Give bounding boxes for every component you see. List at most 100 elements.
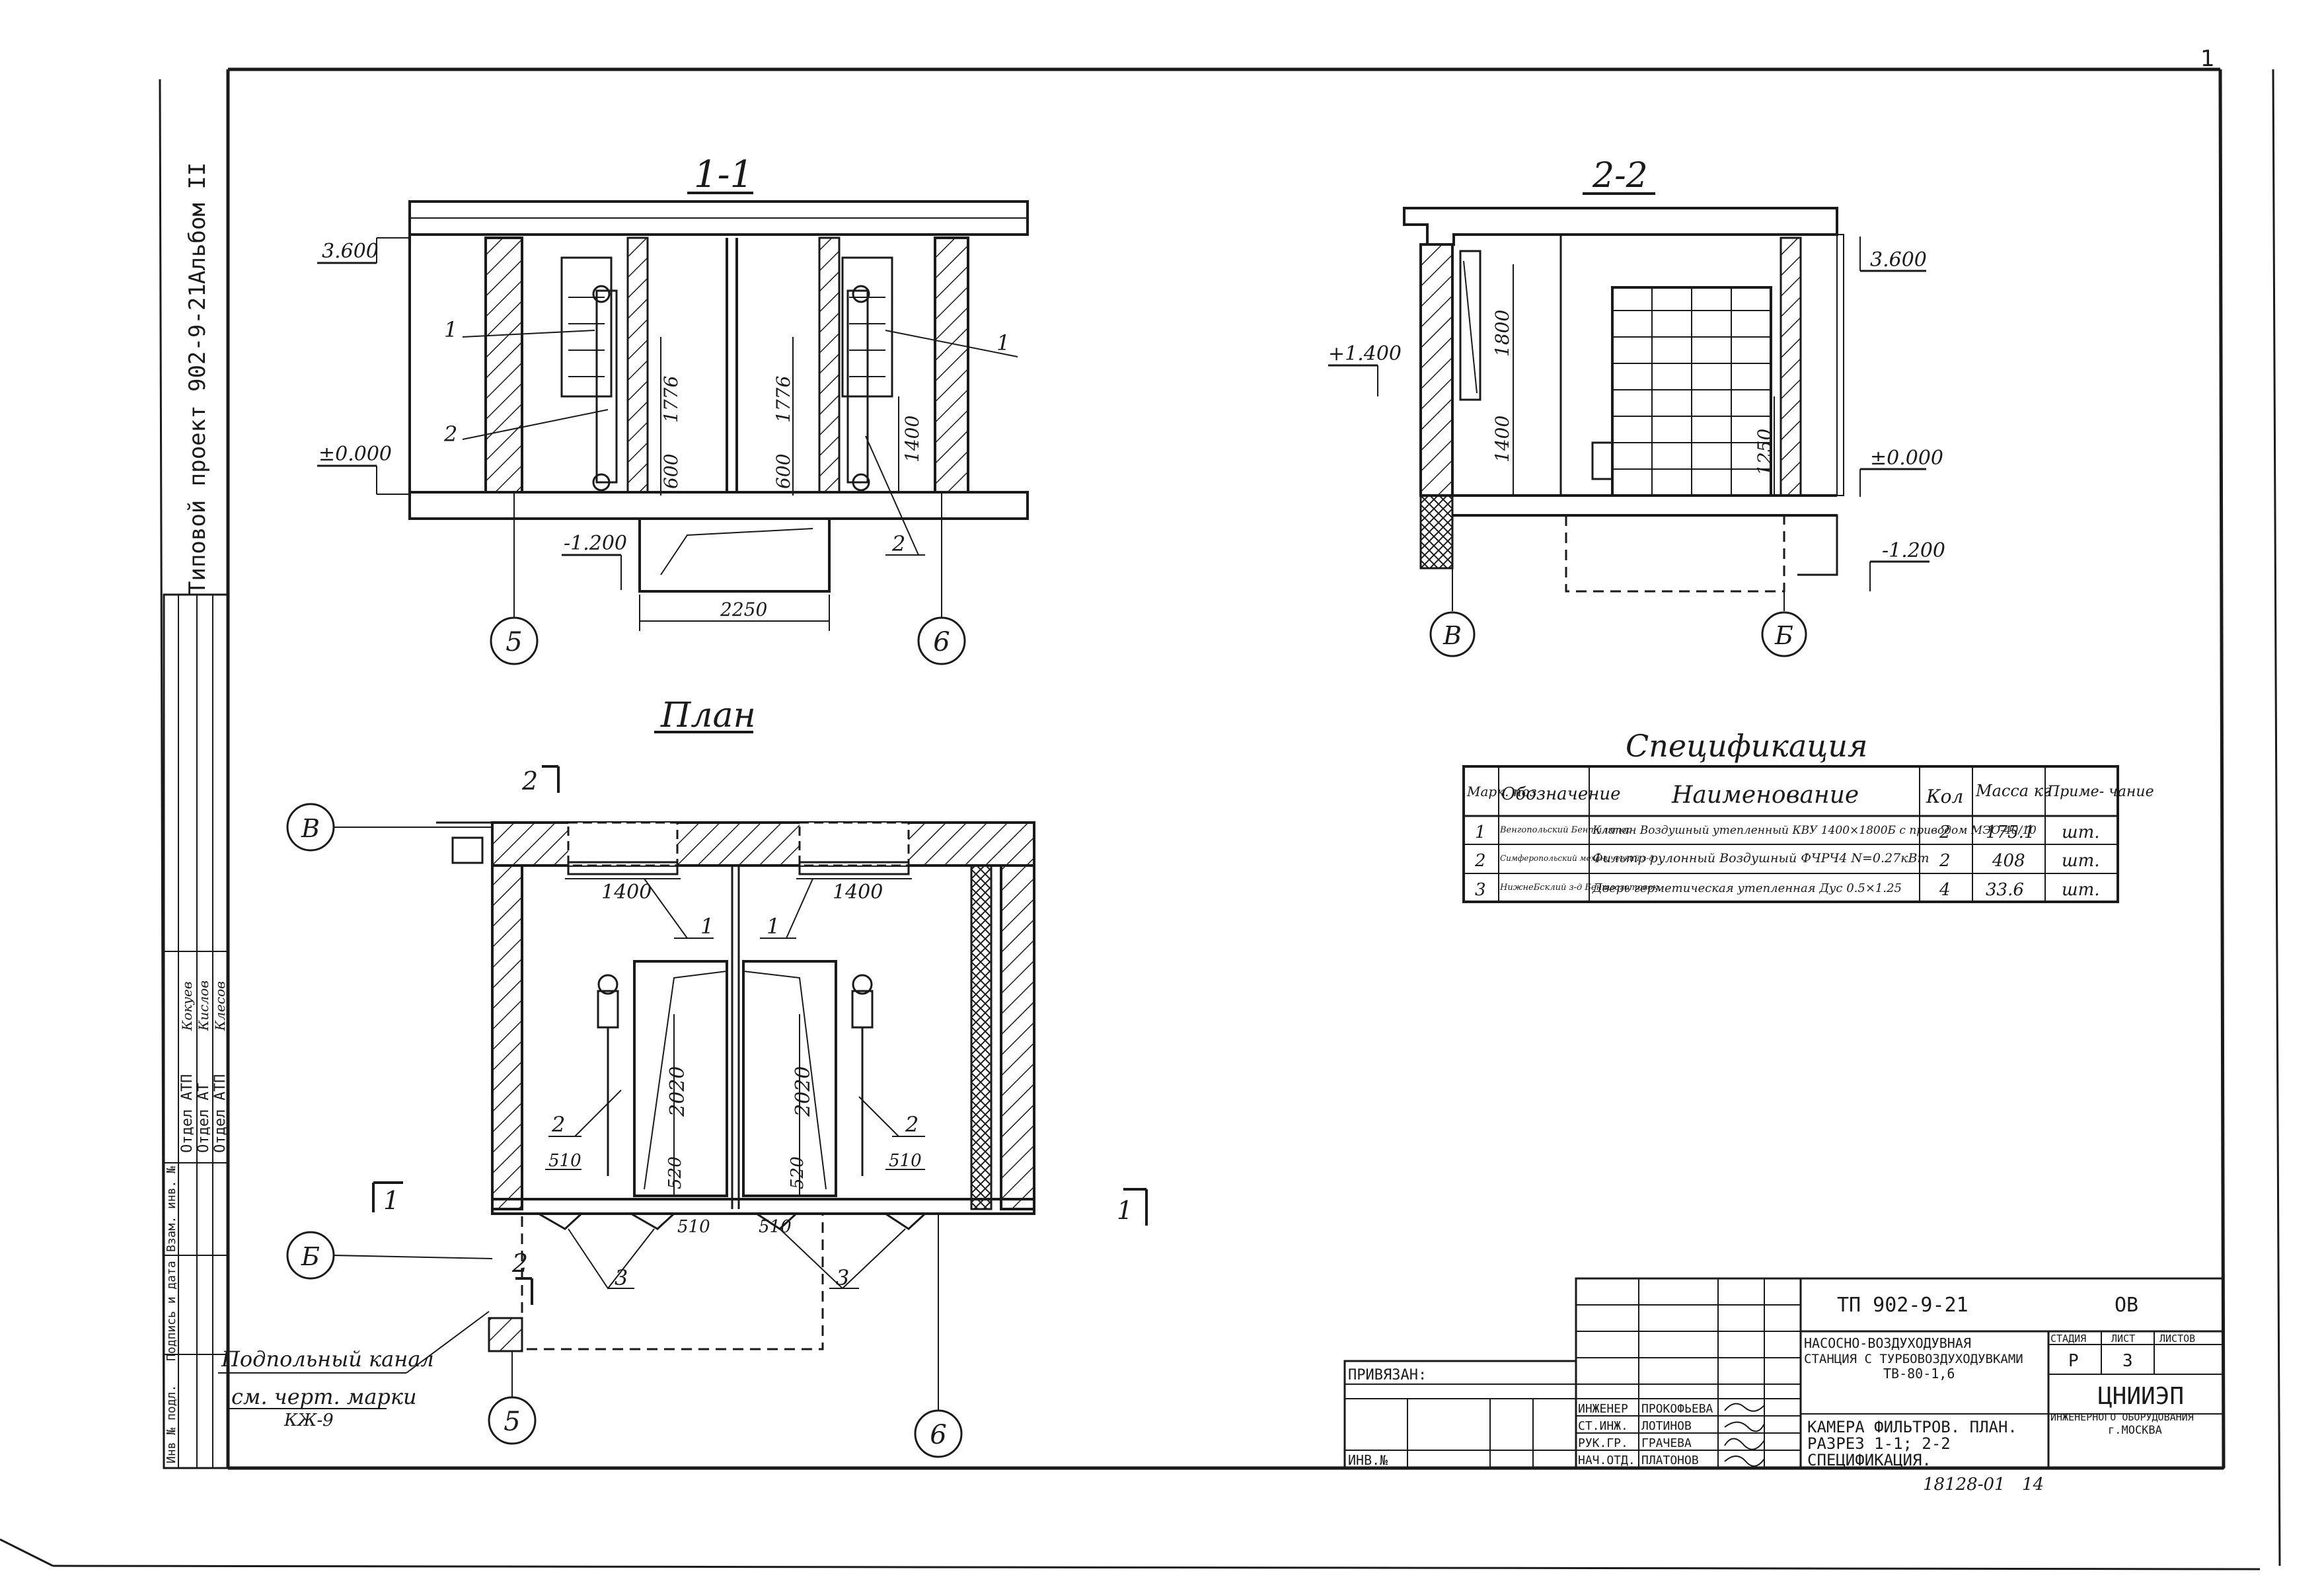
callout-1-1-left-2: 2 xyxy=(443,422,457,447)
signature-1 xyxy=(1724,1403,1765,1412)
tb-sheet: 3 xyxy=(2122,1351,2133,1371)
plan-axis-5: 5 xyxy=(504,1407,520,1437)
sheet-frame: 1 xyxy=(0,46,2281,1570)
plan-section-1-left: 1 xyxy=(383,1186,399,1215)
side-strip: Альбом II Типовой проект 902-9-21 Отдел … xyxy=(163,163,229,1469)
tb-privyazan: ПРИВЯЗАН: xyxy=(1348,1367,1427,1383)
title-block: ПРИВЯЗАН: ИНВ.№ ИНЖЕНЕР ПРОКОФЬЕВА СТ.ИН… xyxy=(1343,1277,2225,1494)
plan-axis-b: Б xyxy=(301,1242,320,1271)
spec-row-3-name: Дверь герметическая утепленная Дус 0.5×1… xyxy=(1592,881,1902,895)
project-label: Типовой проект 902-9-21 xyxy=(184,283,211,595)
axis-1-1-5: 5 xyxy=(506,627,522,657)
spec-row-1-designation: Венгопольский Бентилятор xyxy=(1499,825,1632,835)
tb-name-4: ПЛАТОНОВ xyxy=(1641,1454,1699,1467)
plan-axis-v: В xyxy=(301,814,320,843)
plan-callout-1a: 1 xyxy=(700,914,714,939)
spec-hdr-pos: Марк. поз xyxy=(1466,784,1537,799)
dim-1-1-c: 600 xyxy=(660,454,682,489)
dim-2-2-c: 1250 xyxy=(1754,429,1776,476)
tb-role-3: РУК.ГР. xyxy=(1578,1436,1628,1450)
section-2-2-title: 2-2 xyxy=(1592,156,1648,196)
tb-sheet-1: КАМЕРА ФИЛЬТРОВ. ПЛАН. xyxy=(1807,1418,2017,1436)
plan-callout-1b: 1 xyxy=(767,914,780,939)
signature-2 xyxy=(1724,1421,1765,1432)
strip-row-1: Отдел АТП xyxy=(179,1074,196,1153)
tb-archive-sheet: 14 xyxy=(2022,1475,2044,1494)
plan-axis-6: 6 xyxy=(930,1420,946,1450)
axis-1-1-6: 6 xyxy=(933,627,950,657)
spec-row-1-qty: 2 xyxy=(1939,823,1951,842)
spec-row-3-pos: 3 xyxy=(1475,880,1486,900)
tb-stage: Р xyxy=(2068,1351,2079,1371)
spec-row-1-note: шт. xyxy=(2062,823,2100,842)
signature-4 xyxy=(1724,1456,1765,1467)
spec-row: 3 НижнеБсклий з-д Бентзаготовок Дверь ге… xyxy=(1475,880,2100,900)
plan-callout-2b: 2 xyxy=(905,1112,918,1137)
tb-sheet-hdr: ЛИСТ xyxy=(2111,1333,2135,1345)
dim-1-1-a: 1776 xyxy=(660,376,682,423)
page-number: 1 xyxy=(2200,46,2215,72)
dim-2-2-b: 1400 xyxy=(1491,416,1513,462)
spec-row-1-pos: 1 xyxy=(1475,823,1486,842)
spec-row-3-note: шт. xyxy=(2062,880,2100,900)
spec-row-3-qty: 4 xyxy=(1939,880,1951,900)
spec-row: 1 Венгопольский Бентилятор Клапан Воздуш… xyxy=(1475,823,2100,842)
section-1-1: 1-1 3. xyxy=(317,153,1029,665)
axis-2-2-v: В xyxy=(1443,621,1462,650)
spec-hdr-qty: Кол xyxy=(1926,786,1963,807)
plan-view: План xyxy=(218,696,1148,1458)
plan-dim-h1: 2020 xyxy=(666,1066,689,1117)
spec-row-2-mass: 408 xyxy=(1992,851,2025,871)
plan-dim-h2: 2020 xyxy=(792,1066,815,1117)
plan-dim-s4: 520 xyxy=(788,1156,807,1189)
plan-note-1: Подпольный канал xyxy=(221,1346,434,1372)
tb-role-4: НАЧ.ОТД. xyxy=(1578,1454,1635,1467)
dim-1-1-pit: 2250 xyxy=(720,599,767,620)
spec-row-2-qty: 2 xyxy=(1939,851,1951,871)
level-2-2-top: 3.600 xyxy=(1870,248,1927,272)
spec-hdr-mass: Масса кг xyxy=(1975,782,2051,800)
dim-1-1-d: 600 xyxy=(772,454,794,489)
tb-archive: 18128-01 xyxy=(1923,1475,2005,1494)
spec-hdr-name: Наименование xyxy=(1671,782,1859,809)
tb-org-3: г.МОСКВА xyxy=(2108,1424,2162,1437)
level-2-2-zero: ±0.000 xyxy=(1870,447,1943,470)
level-1-1-top: 3.600 xyxy=(322,240,379,263)
spec-row-1-name: Клапан Воздушный утепленный КВУ 1400×180… xyxy=(1592,824,2037,837)
section-2-2: 2-2 3.600 xyxy=(1328,156,1945,657)
plan-dim-w1: 1400 xyxy=(601,881,652,904)
tb-name-2: ЛОТИНОВ xyxy=(1641,1419,1692,1433)
plan-section-2-bottom: 2 xyxy=(511,1249,528,1278)
dim-1-1-e: 1400 xyxy=(901,416,923,462)
tb-code: ТП 902-9-21 xyxy=(1837,1294,1968,1317)
plan-dim-s3: 520 xyxy=(665,1156,685,1189)
spec-row-2-name: Фильтр рулонный Воздушный ФЧРЧ4 N=0.27кВ… xyxy=(1593,851,1930,866)
level-2-2-mid: +1.400 xyxy=(1328,342,1402,365)
plan-dim-s2: 510 xyxy=(677,1217,710,1237)
dim-2-2-a: 1800 xyxy=(1491,310,1513,357)
strip-row-2: Отдел АТ xyxy=(196,1083,212,1153)
plan-dim-w2: 1400 xyxy=(833,881,883,904)
plan-callout-3a: 3 xyxy=(615,1265,628,1290)
spec-row-2-pos: 2 xyxy=(1474,851,1486,871)
album-label: Альбом II xyxy=(184,163,211,284)
tb-inv: ИНВ.№ xyxy=(1348,1452,1388,1468)
tb-sheet-2: РАЗРЕЗ 1-1; 2-2 xyxy=(1807,1434,1951,1453)
tb-mark: ОВ xyxy=(2115,1294,2138,1317)
strip-person-1: Кокуев xyxy=(179,981,195,1031)
plan-note-2: см. черт. марки xyxy=(231,1384,417,1409)
level-1-1-bottom: -1.200 xyxy=(564,532,627,555)
callout-1-1-right-1: 1 xyxy=(996,330,1010,355)
section-1-1-title: 1-1 xyxy=(694,153,753,196)
plan-dim-s1: 510 xyxy=(548,1151,581,1171)
spec-row-2-designation: Симферопольский механический з-д xyxy=(1500,854,1654,863)
tb-stage-hdr: СТАДИЯ xyxy=(2050,1333,2086,1345)
strip-row-3: Отдел АТП xyxy=(212,1074,229,1153)
spec-row-3-mass: 33.6 xyxy=(1986,880,2024,900)
spec-hdr-designation: Обозначение xyxy=(1501,784,1620,804)
plan-note-3: КЖ-9 xyxy=(283,1411,334,1430)
tb-org-2: ИНЖЕНЕРНОГО ОБОРУДОВАНИЯ xyxy=(2050,1411,2194,1423)
tb-role-1: ИНЖЕНЕР xyxy=(1578,1402,1628,1416)
strip-inv-2: Подпись и дата xyxy=(165,1261,178,1361)
